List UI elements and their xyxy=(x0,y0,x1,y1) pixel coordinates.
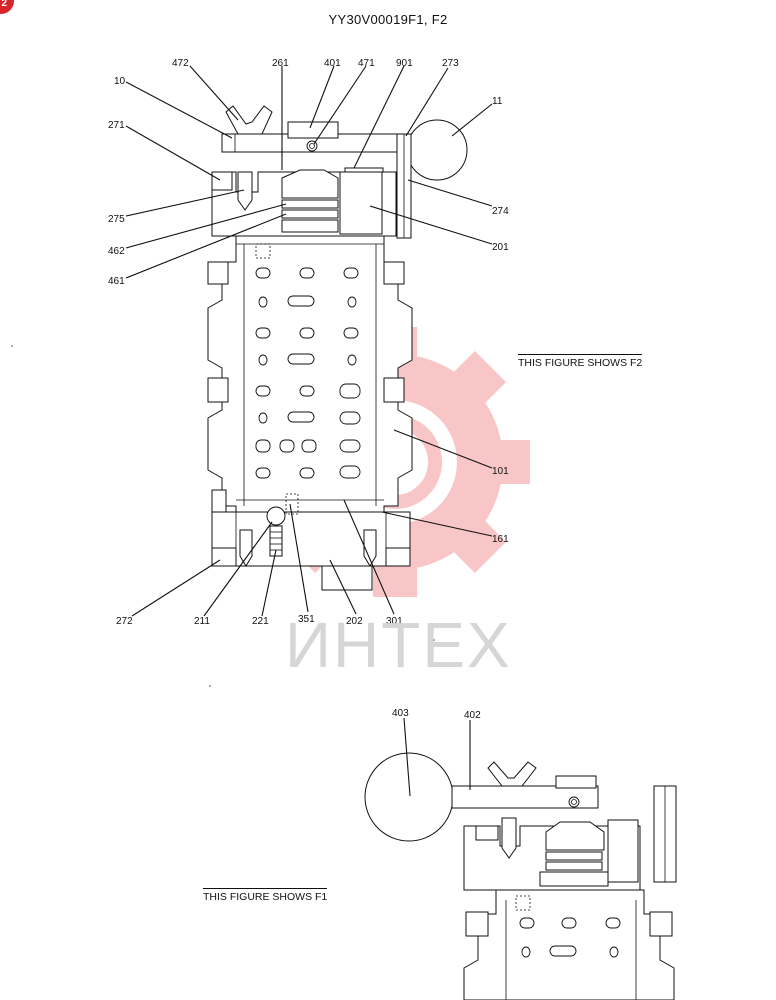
callout-301: 301 xyxy=(386,616,403,627)
detail-knob-ball xyxy=(364,752,454,842)
detail-wing-nut xyxy=(487,761,537,787)
callout-211: 211 xyxy=(194,616,210,627)
plate-461 xyxy=(281,209,339,219)
note-figure-f2: THIS FIGURE SHOWS F2 xyxy=(518,354,643,369)
top-block xyxy=(287,121,339,139)
bottom-cap-202 xyxy=(321,565,373,591)
body-holes xyxy=(255,267,361,479)
watermark-text: ИНТЕХ xyxy=(285,609,512,681)
callout-472: 472 xyxy=(172,58,189,69)
detail-handle-bar xyxy=(451,785,599,809)
leader-lines-main xyxy=(125,65,493,617)
callout-901: 901 xyxy=(396,58,413,69)
main-assembly-f2: 472 261 401 471 901 273 10 11 271 274 27… xyxy=(108,58,509,627)
port-left-1 xyxy=(207,261,229,285)
callout-221: 221 xyxy=(252,616,269,627)
inner-core xyxy=(281,169,339,199)
knob-ball xyxy=(406,119,468,181)
bottom-stud-left xyxy=(239,529,253,567)
callout-201: 201 xyxy=(492,242,509,253)
callout-401: 401 xyxy=(324,58,341,69)
valve-block-201 xyxy=(339,171,383,235)
note-figure-f1: THIS FIGURE SHOWS F1 xyxy=(203,888,328,903)
callout-261: 261 xyxy=(272,58,289,69)
callout-271: 271 xyxy=(108,120,125,131)
callout-101: 101 xyxy=(492,466,509,477)
callout-351: 351 xyxy=(298,614,315,625)
left-stud xyxy=(237,171,253,211)
callout-272: 272 xyxy=(116,616,133,627)
callout-11: 11 xyxy=(492,96,503,107)
plate-462 xyxy=(281,199,339,209)
port-right-1 xyxy=(383,261,405,285)
detail-main-body xyxy=(463,889,675,1000)
callout-273: 273 xyxy=(442,58,459,69)
ball-211 xyxy=(266,506,286,526)
callout-461: 461 xyxy=(108,276,125,287)
drawing-title: YY30V00019F1, F2 xyxy=(328,12,448,27)
callout-471: 471 xyxy=(358,58,375,69)
detail-assembly-f1: 403 402 xyxy=(364,708,677,1000)
callout-labels-main: 472 261 401 471 901 273 10 11 271 274 27… xyxy=(108,58,509,627)
screw-221 xyxy=(269,525,283,557)
callout-403: 403 xyxy=(392,708,409,719)
callout-10: 10 xyxy=(114,76,126,87)
callout-161: 161 xyxy=(492,534,509,545)
callout-402: 402 xyxy=(464,710,481,721)
port-left-2 xyxy=(207,377,229,403)
callout-274: 274 xyxy=(492,206,509,217)
callout-202: 202 xyxy=(346,616,363,627)
callout-275: 275 xyxy=(108,214,125,225)
leader-403 xyxy=(403,717,411,797)
callout-462: 462 xyxy=(108,246,125,257)
port-right-2 xyxy=(383,377,405,403)
bottom-stud-right xyxy=(363,529,377,567)
wing-nut xyxy=(225,105,273,135)
